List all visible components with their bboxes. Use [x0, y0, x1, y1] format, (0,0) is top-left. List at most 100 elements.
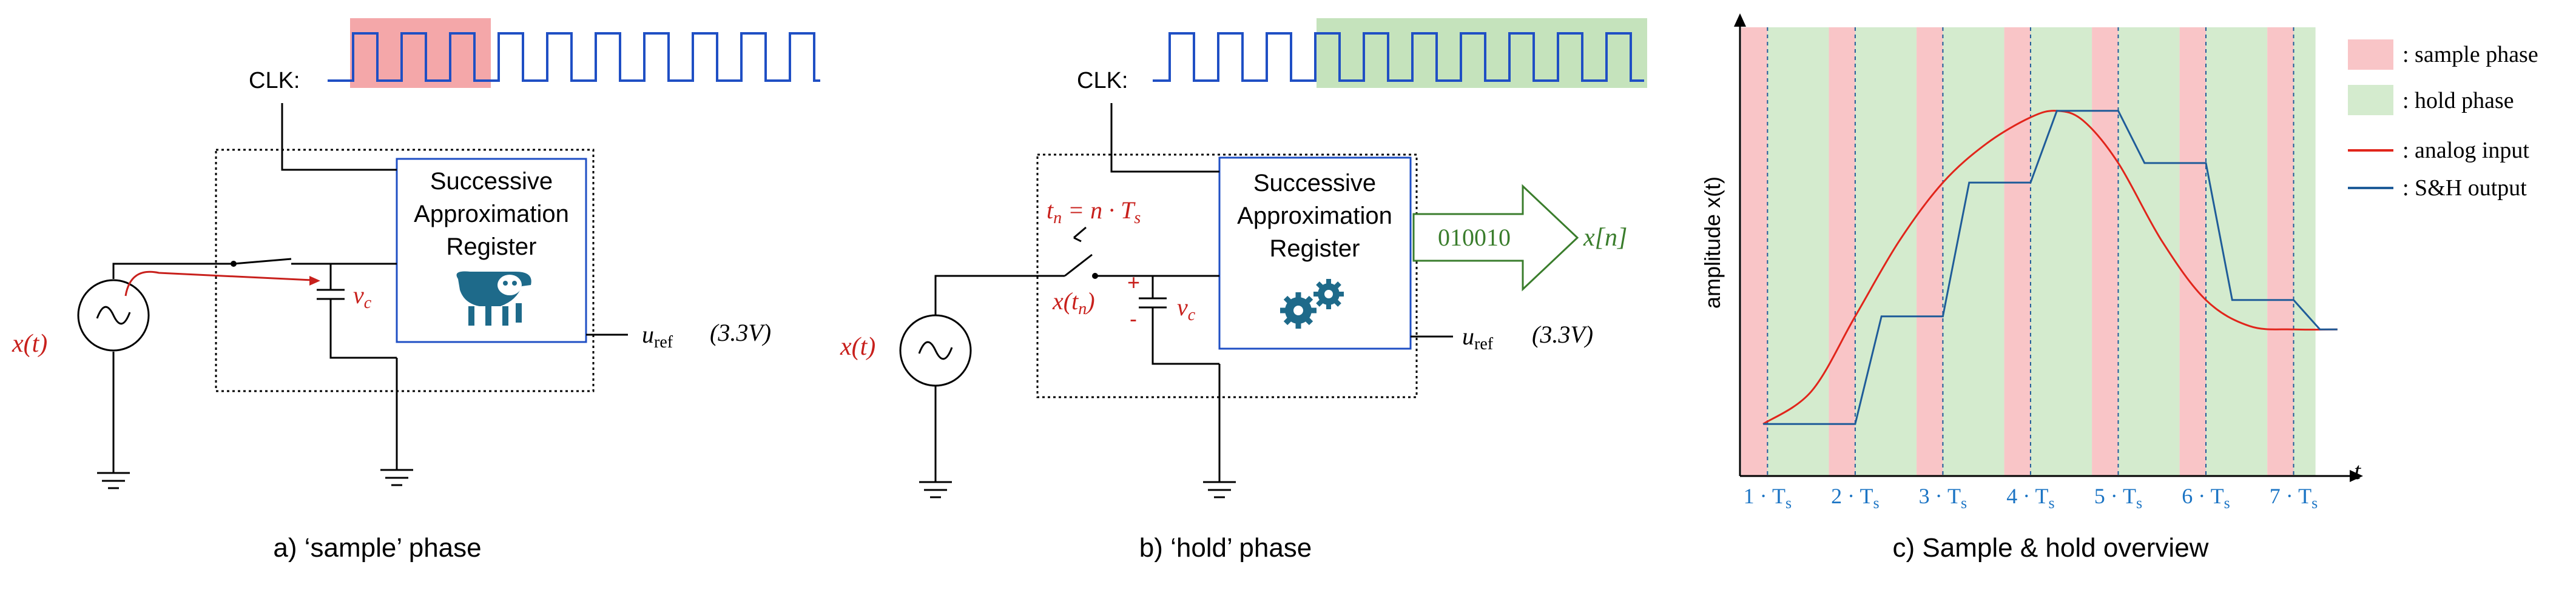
xtn-main: x(t — [1052, 287, 1079, 315]
sample-band — [1741, 27, 1768, 476]
sar-block-a: Successive Approximation Register — [396, 158, 587, 343]
uref-label-a: uref — [642, 321, 673, 352]
input-label-b: x(t) — [840, 333, 875, 361]
sar-line1: Successive — [430, 168, 553, 195]
tick-main: 1 · T — [1744, 484, 1785, 508]
legend-label-hold: : hold phase — [2402, 88, 2514, 113]
analog-input-line — [1762, 110, 2338, 425]
ac-source-a — [77, 279, 150, 352]
chart-axes — [1739, 24, 2354, 477]
sar-line3-b: Register — [1270, 235, 1360, 262]
tn-sub: n — [1053, 209, 1062, 227]
output-label: x[n] — [1583, 224, 1627, 252]
x-tick-label: 4 · Ts — [2006, 484, 2054, 512]
sh-output-line — [1763, 110, 2338, 425]
hold-band — [1767, 27, 1829, 476]
sar-line2-b: Approximation — [1237, 203, 1392, 229]
switch-contact-b — [1092, 273, 1098, 279]
tick-main: 6 · T — [2182, 484, 2224, 508]
clock-waveform-a — [328, 32, 820, 82]
xtn-close: ) — [1085, 287, 1094, 315]
legend: : sample phase : hold phase : analog inp… — [2348, 39, 2538, 201]
cap-plus: + — [1127, 270, 1140, 295]
clk-label-b: CLK: — [1077, 68, 1128, 93]
sample-band — [2092, 27, 2119, 476]
tn-label: tn = n · Ts — [1047, 196, 1141, 227]
tn-eq: = n · T — [1062, 196, 1136, 224]
clock-hold-highlight — [1317, 18, 1647, 88]
y-axis-arrowhead — [1734, 13, 1746, 27]
tick-sub: s — [1961, 494, 1967, 512]
hold-band — [1855, 27, 1917, 476]
clock-sample-highlight — [350, 18, 491, 88]
tn-main: t — [1047, 196, 1054, 224]
circuit-wires-a — [97, 103, 628, 489]
tick-sub: s — [2136, 494, 2142, 512]
phase-bands — [1741, 27, 2316, 476]
x-tick-label: 3 · Ts — [1919, 484, 1967, 512]
tn-eq-sub: s — [1134, 209, 1141, 227]
x-axis-arrowhead — [2350, 470, 2363, 482]
tick-sub: s — [2049, 494, 2055, 512]
charge-arrowhead — [309, 276, 320, 286]
chart-xlabel: t — [2354, 457, 2361, 484]
legend-label-analog: : analog input — [2402, 138, 2529, 163]
tick-main: 7 · T — [2270, 484, 2311, 508]
clk-label: CLK: — [249, 68, 300, 93]
xtn-label: x(tn) — [1052, 287, 1095, 318]
sar-line3: Register — [447, 233, 537, 260]
legend-swatch-hold — [2348, 85, 2393, 115]
vc-main-a: v — [353, 281, 364, 309]
hold-band — [2118, 27, 2180, 476]
sar-line1-b: Successive — [1253, 170, 1376, 196]
input-label-a: x(t) — [12, 330, 47, 358]
vc-sub-b: c — [1188, 306, 1196, 324]
sample-band — [1917, 27, 1943, 476]
ac-source-b — [899, 314, 972, 387]
vc-main-b: v — [1177, 293, 1188, 321]
x-tick-label: 2 · Ts — [1831, 484, 1879, 512]
output-arrow: 010010 — [1412, 184, 1579, 292]
tick-main: 4 · T — [2006, 484, 2048, 508]
tick-sub: s — [1873, 494, 1879, 512]
uref-main-b: u — [1462, 323, 1474, 350]
x-tick-label: 7 · Ts — [2270, 484, 2318, 512]
switch-arrow-b — [1073, 226, 1087, 243]
x-tick-label: 6 · Ts — [2182, 484, 2230, 512]
adc-boundary-a — [215, 149, 595, 392]
output-code: 010010 — [1438, 224, 1511, 251]
uref-sub-b: ref — [1474, 335, 1494, 354]
panel-b: CLK: Successive Approximation Register — [840, 18, 1647, 563]
uref-label-b: uref — [1462, 323, 1494, 354]
clock-waveform-b — [1153, 32, 1644, 82]
switch-contact-a — [231, 261, 237, 267]
tick-main: 2 · T — [1831, 484, 1873, 508]
tick-sub: s — [2224, 494, 2230, 512]
caption-b: b) ‘hold’ phase — [1139, 533, 1312, 563]
chart-series — [1762, 110, 2338, 425]
legend-label-sample: : sample phase — [2402, 42, 2538, 67]
sloth-icon — [456, 271, 531, 326]
hold-band — [2293, 27, 2316, 476]
caption-a: a) ‘sample’ phase — [273, 533, 481, 563]
tick-main: 3 · T — [1919, 484, 1961, 508]
gears-icon — [1280, 279, 1344, 329]
uref-main-a: u — [642, 321, 654, 348]
x-tick-label: 5 · Ts — [2094, 484, 2142, 512]
caption-c: c) Sample & hold overview — [1893, 533, 2209, 563]
chart-ylabel: amplitude x(t) — [1700, 176, 1725, 309]
vc-label-b: vc — [1177, 293, 1196, 324]
sar-line2: Approximation — [414, 201, 569, 227]
sample-band — [1829, 27, 1855, 476]
sar-block-b: Successive Approximation Register — [1218, 156, 1412, 350]
legend-label-output: : S&H output — [2402, 175, 2527, 201]
cap-minus: - — [1130, 306, 1137, 331]
uref-value-a: (3.3V) — [710, 319, 771, 346]
legend-swatch-sample — [2348, 39, 2393, 70]
sample-band — [2004, 27, 2031, 476]
tick-main: 5 · T — [2094, 484, 2136, 508]
charge-path-arrow — [124, 270, 313, 297]
